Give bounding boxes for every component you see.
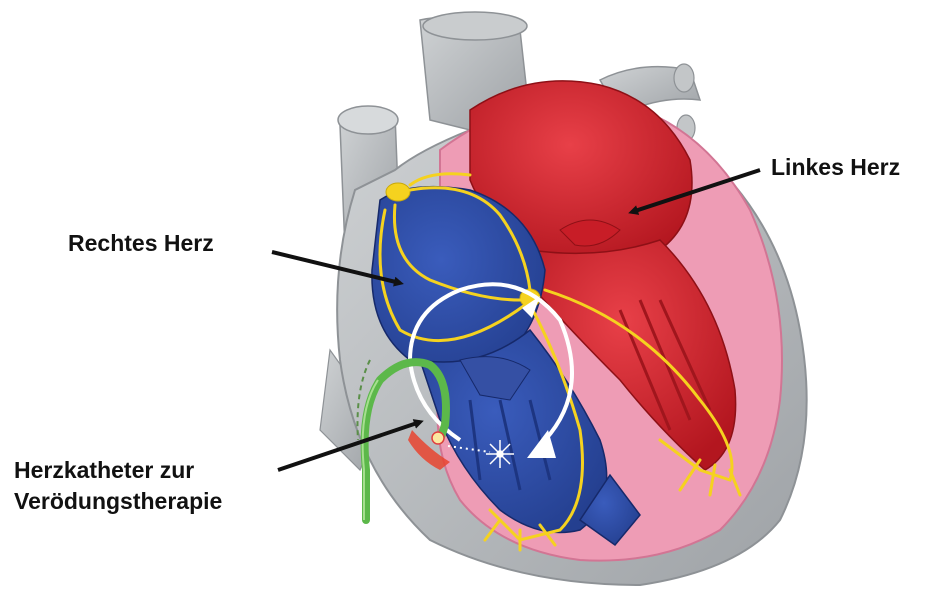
label-left-heart: Linkes Herz [771, 152, 900, 183]
vena-cava-opening [338, 106, 398, 134]
label-catheter-line1: Herzkatheter zur [14, 455, 222, 486]
pulmonary-vein-opening-1 [674, 64, 694, 92]
ablation-starburst-icon [486, 440, 514, 468]
sinus-node [386, 183, 410, 201]
label-right-heart: Rechtes Herz [68, 228, 214, 259]
catheter-tip [432, 432, 444, 444]
label-catheter-line2: Verödungstherapie [14, 486, 222, 517]
aorta-opening [423, 12, 527, 40]
label-catheter: Herzkatheter zur Verödungstherapie [14, 455, 222, 517]
